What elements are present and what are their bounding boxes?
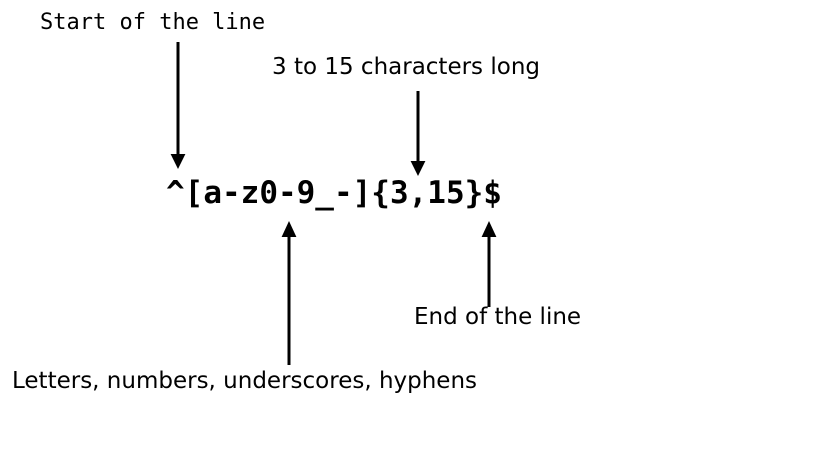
annotation-label-end-of-line: End of the line (414, 304, 582, 330)
annotation-label-length: 3 to 15 characters long (272, 54, 540, 80)
arrow-up-end-of-line (480, 221, 498, 307)
annotation-label-start-of-line: Start of the line (40, 10, 266, 35)
arrow-down-start-of-line (169, 42, 187, 170)
arrow-down-length (409, 91, 427, 177)
regex-expression: ^[a-z0-9_-]{3,15}$ (166, 175, 502, 211)
arrow-up-charclass (280, 221, 298, 365)
annotation-label-charclass: Letters, numbers, underscores, hyphens (12, 368, 478, 394)
clipped-edge-glyph: , (0, 370, 1, 393)
